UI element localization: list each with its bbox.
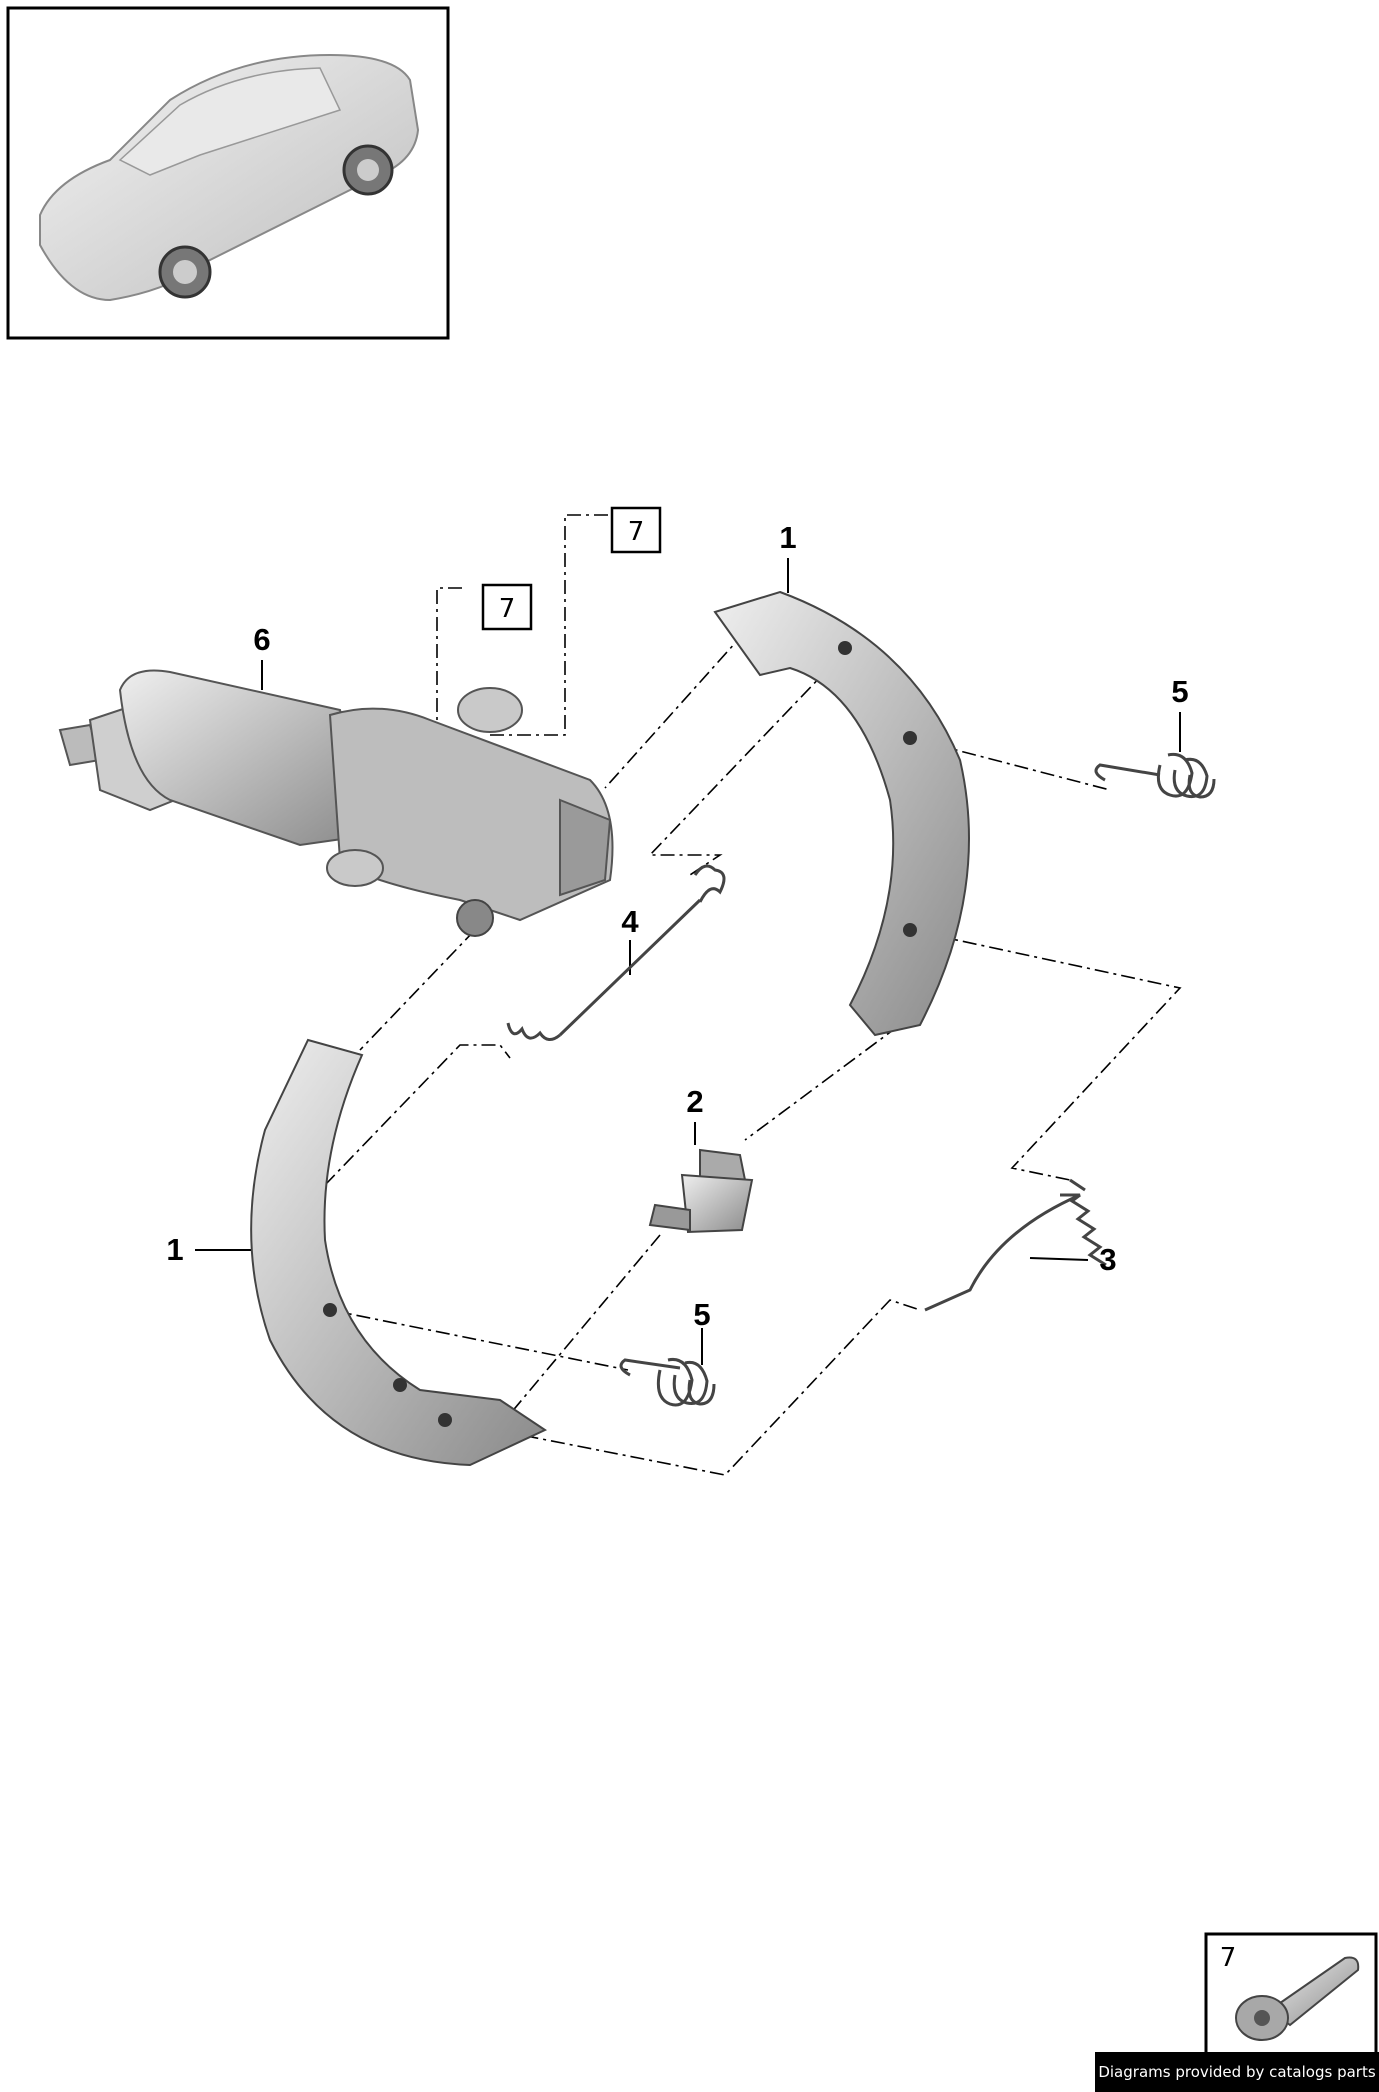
callout-spring-middle: 4 — [621, 904, 639, 939]
actuator-motor — [58, 669, 614, 937]
screw-shank — [1268, 1956, 1360, 2027]
spring-tension — [924, 1178, 1107, 1312]
screw-inset: 7 — [1204, 1932, 1378, 2056]
brake-shoe-lower-holes — [323, 1303, 452, 1427]
adjuster — [648, 1148, 754, 1234]
credit-footer: Diagrams provided by catalogs parts — [1095, 2052, 1379, 2092]
callout-shoe-lower: 1 — [166, 1232, 183, 1267]
car-body — [39, 53, 420, 302]
callout-spring-tension: 3 — [1099, 1242, 1116, 1277]
vehicle-thumbnail — [6, 6, 450, 340]
callout-leaders — [195, 558, 1181, 1365]
callout-adjuster: 2 — [686, 1084, 703, 1119]
spring-middle — [506, 864, 726, 1041]
brake-shoe-upper-holes — [838, 641, 917, 937]
car-windows — [118, 67, 342, 176]
screw-ref-box-upper — [610, 506, 662, 554]
brake-shoe-lower — [250, 1038, 548, 1467]
callout-hold-down-lower: 5 — [693, 1297, 710, 1332]
screw-inset-label: 7 — [1220, 1943, 1237, 1973]
screw-ref-label-upper: 7 — [628, 517, 645, 547]
brake-shoe-upper — [713, 590, 970, 1037]
screw-ref-label-lower: 7 — [499, 594, 516, 624]
callout-shoe-upper: 1 — [779, 520, 796, 555]
callout-actuator: 6 — [253, 622, 270, 657]
callout-hold-down-upper: 5 — [1171, 674, 1188, 709]
hold-down-spring-upper — [1094, 752, 1216, 799]
hold-down-spring-lower — [619, 1357, 716, 1407]
screw-ref-box-lower — [481, 583, 533, 631]
